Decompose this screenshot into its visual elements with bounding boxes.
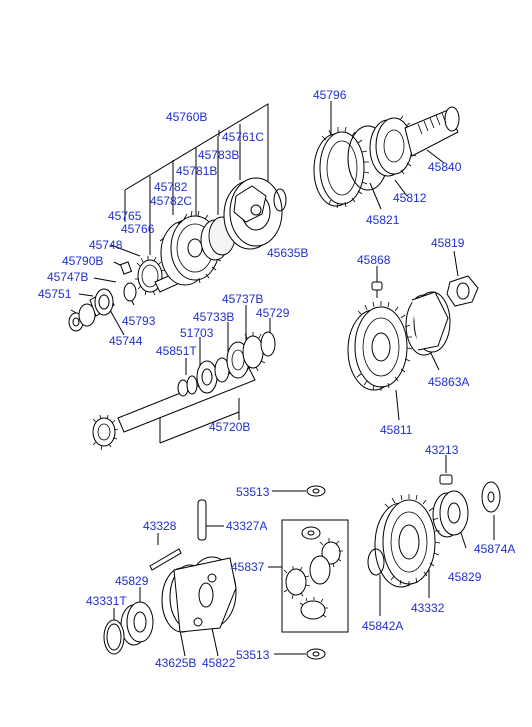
label-45781B: 45781B [176, 164, 217, 178]
label-43625B: 43625B [155, 656, 196, 670]
label-45635B: 45635B [267, 246, 308, 260]
label-45842A: 45842A [362, 619, 403, 633]
label-45761C: 45761C [222, 130, 264, 144]
label-45766: 45766 [121, 222, 155, 236]
label-45822: 45822 [202, 656, 236, 670]
label-45840: 45840 [428, 160, 462, 174]
differential-assembly: 43213 53513 43328 43327A 45874A 45837 45… [86, 443, 515, 670]
label-45796: 45796 [313, 88, 347, 102]
label-43331T: 43331T [86, 594, 127, 608]
label-45744: 45744 [109, 334, 143, 348]
label-45782C: 45782C [150, 194, 192, 208]
label-45811: 45811 [380, 423, 413, 437]
label-45737B: 45737B [222, 292, 263, 306]
label-45783B: 45783B [198, 148, 239, 162]
label-45720B: 45720B [209, 420, 250, 434]
label-45765: 45765 [108, 209, 142, 223]
label-45821: 45821 [366, 213, 400, 227]
transfer-gear-assembly: 45760B 45761C 45783B 45781B 45782 45782C… [38, 103, 308, 348]
label-45851T: 45851T [156, 344, 197, 358]
label-51703: 51703 [180, 326, 214, 340]
label-53513-bottom: 53513 [236, 648, 270, 662]
label-45782: 45782 [154, 180, 188, 194]
label-45747B: 45747B [47, 270, 88, 284]
label-45868: 45868 [357, 253, 391, 267]
output-gear-assembly: 45796 45840 45812 45821 [313, 88, 462, 227]
label-45819: 45819 [431, 236, 465, 250]
label-45829-right: 45829 [448, 570, 482, 584]
label-45760B: 45760B [166, 110, 207, 124]
label-45874A: 45874A [474, 542, 515, 556]
label-45812: 45812 [393, 191, 427, 205]
label-45733B: 45733B [193, 310, 234, 324]
label-43332: 43332 [411, 601, 445, 615]
driven-gear-assembly: 45819 45868 45863A 45811 [347, 236, 479, 437]
pinion-shaft-assembly: 45737B 45729 45733B 51703 45851T 45720B [92, 292, 290, 451]
label-43328: 43328 [143, 519, 177, 533]
label-43327A: 43327A [226, 519, 267, 533]
label-45751: 45751 [38, 287, 72, 301]
label-45837: 45837 [231, 560, 265, 574]
label-43213: 43213 [425, 443, 459, 457]
label-45748: 45748 [89, 238, 123, 252]
label-45729: 45729 [256, 306, 290, 320]
label-45793: 45793 [122, 314, 156, 328]
label-45863A: 45863A [428, 375, 469, 389]
label-45829-left: 45829 [115, 574, 149, 588]
label-53513-top: 53513 [236, 485, 270, 499]
label-45790B: 45790B [62, 254, 103, 268]
